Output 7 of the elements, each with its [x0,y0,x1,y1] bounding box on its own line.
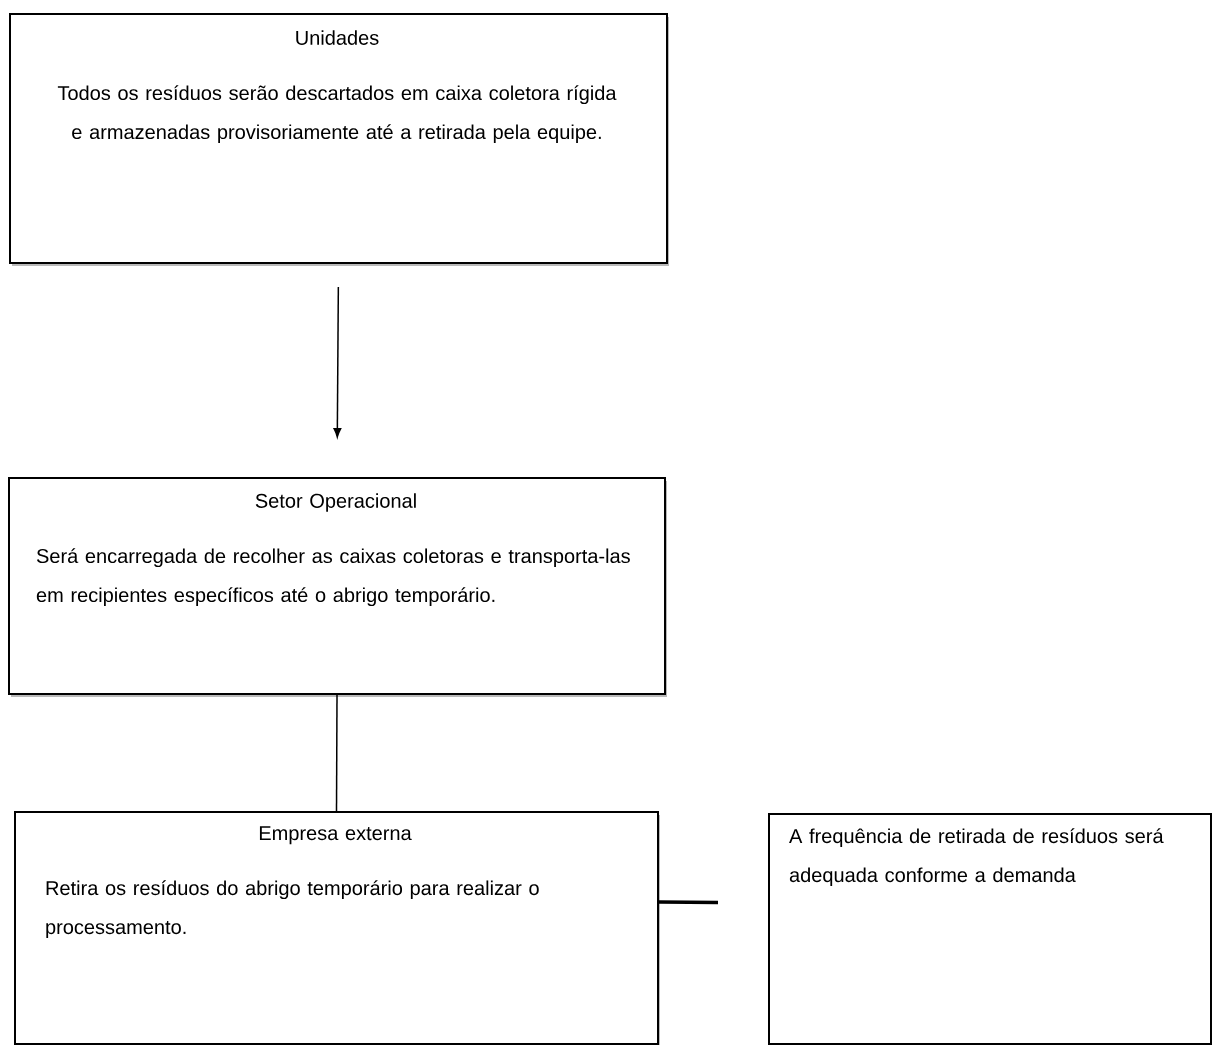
connector-line [333,286,342,438]
connector-line [659,900,719,905]
process-box: Setor Operacional Será encarregada de recolher as caixas coletoras e transporta-las em recipientes específicos até o abrigo temporário. [8,477,667,697]
process-box: Empresa externa Retira os resíduos do abrigo temporário para realizar o processamento. [14,811,660,1045]
connector-line [335,694,338,812]
process-box: Unidades Todos os resíduos serão descartados em caixa coletora rígida e armazenadas provisoriamente até a retirada pela equipe. [9,13,669,266]
process-box: A frequência de retirada de resíduos será adequada conforme a demanda [768,813,1212,1045]
